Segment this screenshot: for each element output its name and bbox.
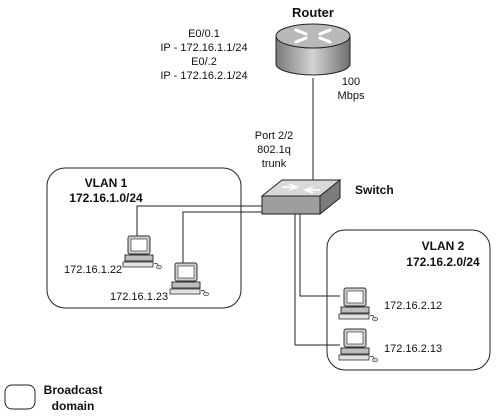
pc-icon-vlan1-1 [122,235,162,270]
trunk-port-label: Port 2/2 [254,130,294,142]
link-speed-value: 100 [341,76,361,88]
link-vlan1-host2 [182,211,262,263]
router-subif2-label: E0/.2 [191,56,217,68]
pc-icon-vlan2-2 [338,328,378,363]
router-subif1-label: E0/0.1 [188,28,220,40]
router-subif2-ip: IP - 172.16.2.1/24 [160,70,248,82]
vlan1-host-ip: 172.16.1.22 [64,264,123,276]
link-vlan2-host1 [299,214,340,297]
router-subif1-ip: IP - 172.16.1.1/24 [160,42,248,54]
vlan2-host-ip: 172.16.2.13 [384,343,443,355]
vlan1-host-ip: 172.16.1.23 [110,291,169,303]
router-label: Router [292,5,334,20]
vlan1-subnet: 172.16.1.0/24 [69,191,143,205]
pc-icon-vlan2-1 [338,287,378,322]
pc-icon-vlan1-2 [169,262,209,297]
link-speed-unit: Mbps [337,90,365,102]
trunk-type-label: trunk [261,158,287,170]
trunk-protocol-label: 802.1q [257,144,291,156]
legend-box [4,384,36,410]
vlan2-host-ip: 172.16.2.12 [384,300,443,312]
legend-label-line2: domain [51,399,95,413]
vlan2-subnet: 172.16.2.0/24 [406,255,480,269]
vlan2-name: VLAN 2 [421,239,465,253]
switch-icon [260,178,342,216]
vlan1-domain-box [46,167,242,309]
link-vlan1-host1 [136,205,262,236]
link-vlan2-host2 [294,214,340,346]
vlan2-domain-box [326,229,491,371]
vlan1-name: VLAN 1 [84,176,128,190]
legend-label-line1: Broadcast [43,383,103,397]
router-icon [275,23,351,76]
switch-label: Switch [355,183,394,197]
